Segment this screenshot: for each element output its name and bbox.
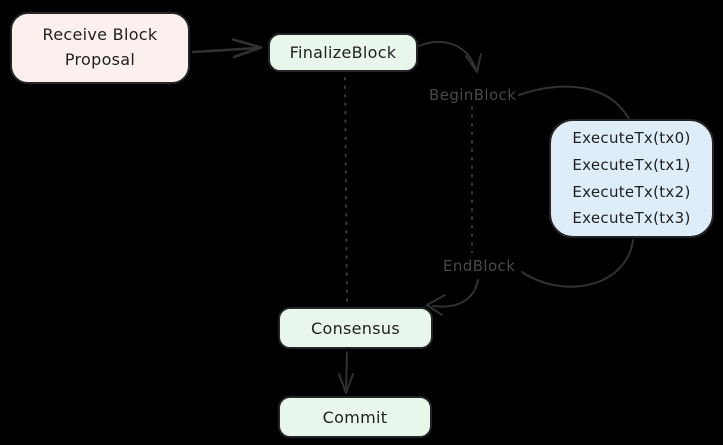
arrow-finalize-to-beginblock <box>418 40 477 71</box>
execute-tx-line: ExecuteTx(tx3) <box>572 209 691 228</box>
arrow-endblock-to-consensus-head <box>426 294 446 316</box>
node-consensus-label: Consensus <box>311 318 400 338</box>
execute-tx-line: ExecuteTx(tx0) <box>572 129 691 148</box>
execute-tx-line: ExecuteTx(tx1) <box>572 155 691 174</box>
node-commit-label: Commit <box>322 407 388 427</box>
node-consensus: Consensus <box>278 307 433 349</box>
node-execute-tx: ExecuteTx(tx0) ExecuteTx(tx1) ExecuteTx(… <box>549 119 714 238</box>
node-finalize-block: FinalizeBlock <box>268 33 418 72</box>
node-receive-label-line1: Receive Block <box>42 25 158 45</box>
arrow-consensus-to-commit-head <box>338 373 354 394</box>
arrow-receive-to-finalize-head <box>231 38 263 59</box>
label-begin-block: BeginBlock <box>429 86 517 104</box>
arrow-finalize-to-beginblock-head <box>465 53 482 73</box>
curve-beginblock-to-execute <box>518 85 630 120</box>
arrow-endblock-to-consensus <box>432 279 479 308</box>
curve-execute-to-endblock <box>521 239 634 288</box>
arrow-receive-to-finalize <box>191 46 260 54</box>
node-receive-label-line2: Proposal <box>64 50 136 69</box>
execute-tx-line: ExecuteTx(tx2) <box>572 182 691 201</box>
node-commit: Commit <box>278 396 432 438</box>
node-finalize-label: FinalizeBlock <box>289 43 397 62</box>
label-end-block: EndBlock <box>443 257 516 275</box>
dotted-finalize-to-consensus <box>344 77 348 305</box>
node-receive-block-proposal: Receive Block Proposal <box>10 12 190 84</box>
arrow-consensus-to-commit <box>345 351 348 392</box>
